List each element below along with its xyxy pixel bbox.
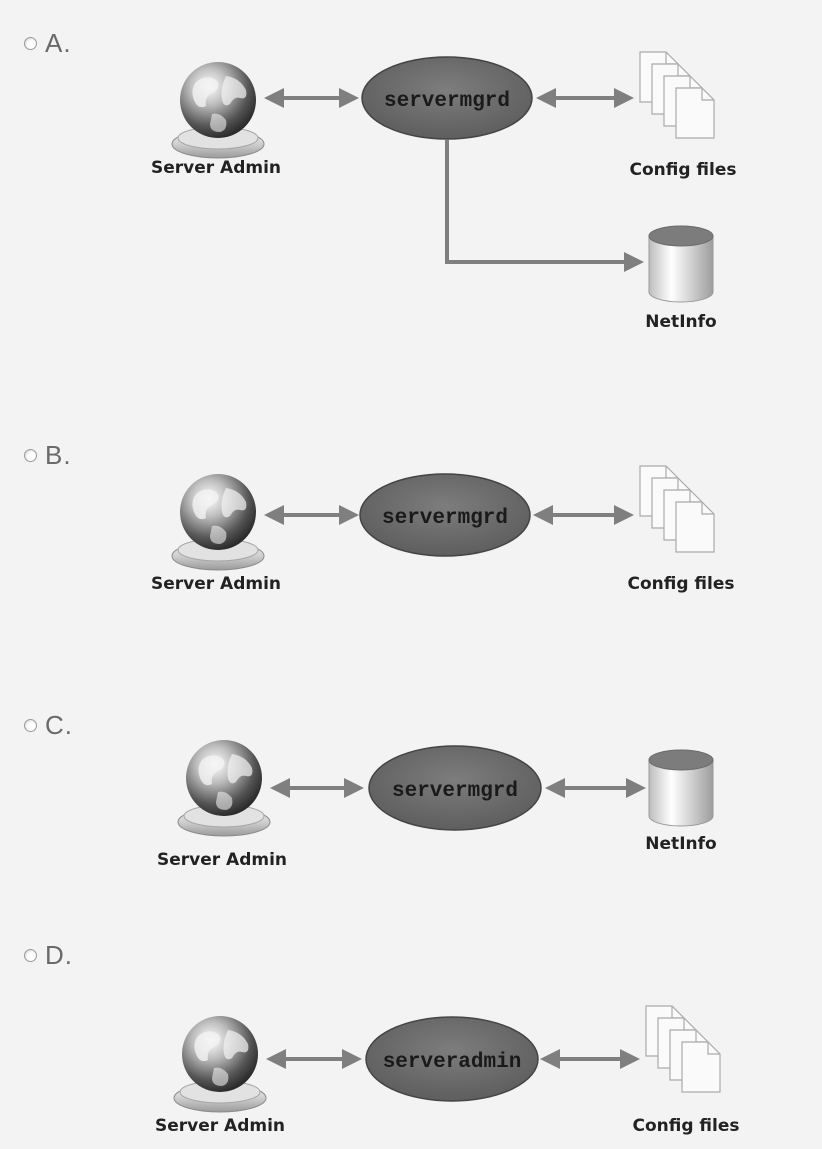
config-label: Config files	[632, 1116, 740, 1136]
servermgrd-ellipse	[368, 745, 542, 831]
globe-icon	[173, 1015, 267, 1113]
radio-button-icon[interactable]	[24, 949, 37, 962]
server-ellipse-text: servermgrd	[392, 780, 518, 803]
option-c-radio-row[interactable]: C.	[24, 710, 73, 741]
config-label: Config files	[629, 160, 737, 180]
globe-icon	[171, 473, 265, 571]
database-cylinder-icon	[648, 225, 714, 303]
option-b-label: B.	[45, 440, 72, 470]
serveradmin-ellipse	[365, 1016, 539, 1102]
radio-button-icon[interactable]	[24, 37, 37, 50]
option-d-label: D.	[45, 940, 73, 970]
option-d: D. serveradmin Server Admin Config files	[0, 920, 822, 1149]
option-a-diagram: servermgrd	[171, 51, 715, 303]
document-stack-icon	[639, 51, 715, 139]
option-b: B. servermgrd Server Admin Config files	[0, 400, 822, 670]
option-b-radio-row[interactable]: B.	[24, 440, 72, 471]
admin-label: Server Admin	[154, 1116, 286, 1136]
server-ellipse-text: serveradmin	[383, 1051, 522, 1074]
servermgrd-ellipse	[359, 473, 531, 557]
option-a: A. servermgrd Server Admin Config files …	[0, 0, 822, 400]
server-ellipse-text: servermgrd	[382, 507, 508, 530]
option-c: C. servermgrd Server Admin NetInfo	[0, 670, 822, 920]
globe-icon	[177, 739, 271, 837]
netinfo-label: NetInfo	[645, 834, 717, 854]
netinfo-label: NetInfo	[645, 312, 717, 332]
document-stack-icon	[645, 1005, 721, 1093]
config-label: Config files	[627, 574, 735, 594]
database-cylinder-icon	[648, 749, 714, 827]
option-a-radio-row[interactable]: A.	[24, 28, 72, 59]
globe-icon	[171, 61, 265, 159]
radio-button-icon[interactable]	[24, 719, 37, 732]
arrow-server-netinfo	[445, 140, 644, 272]
option-d-radio-row[interactable]: D.	[24, 940, 73, 971]
admin-label: Server Admin	[150, 158, 282, 178]
option-c-diagram: servermgrd	[177, 739, 714, 837]
option-a-label: A.	[45, 28, 72, 58]
option-c-label: C.	[45, 710, 73, 740]
servermgrd-ellipse	[361, 56, 533, 140]
document-stack-icon	[639, 465, 715, 553]
server-ellipse-text: servermgrd	[384, 90, 510, 113]
admin-label: Server Admin	[150, 574, 282, 594]
radio-button-icon[interactable]	[24, 449, 37, 462]
option-b-diagram: servermgrd	[171, 465, 715, 571]
option-d-diagram: serveradmin	[173, 1005, 721, 1113]
admin-label: Server Admin	[156, 850, 288, 870]
